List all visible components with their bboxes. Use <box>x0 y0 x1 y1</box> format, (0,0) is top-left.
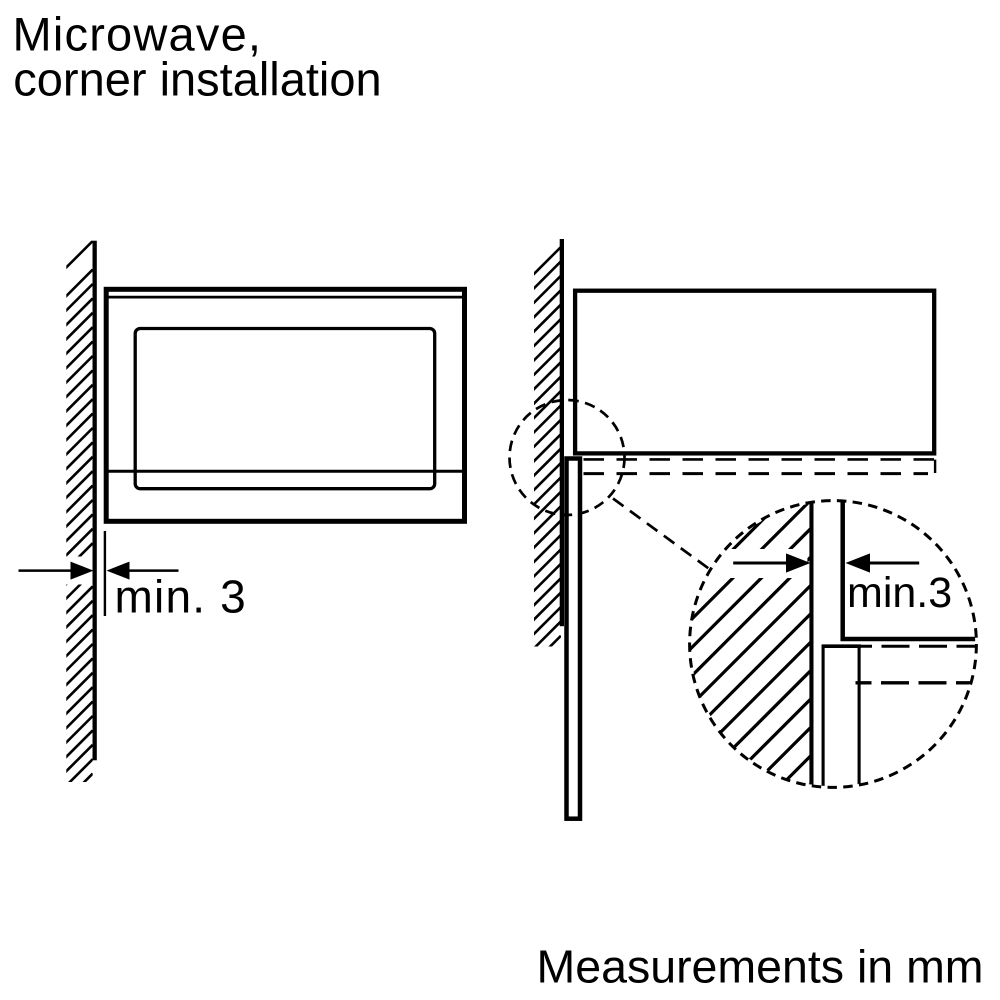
svg-text:Microwave,: Microwave, <box>13 8 263 61</box>
svg-text:Measurements in mm: Measurements in mm <box>537 941 984 993</box>
svg-text:corner installation: corner installation <box>13 53 381 106</box>
svg-text:min. 3: min. 3 <box>115 571 247 623</box>
svg-text:min.3: min.3 <box>847 569 952 617</box>
